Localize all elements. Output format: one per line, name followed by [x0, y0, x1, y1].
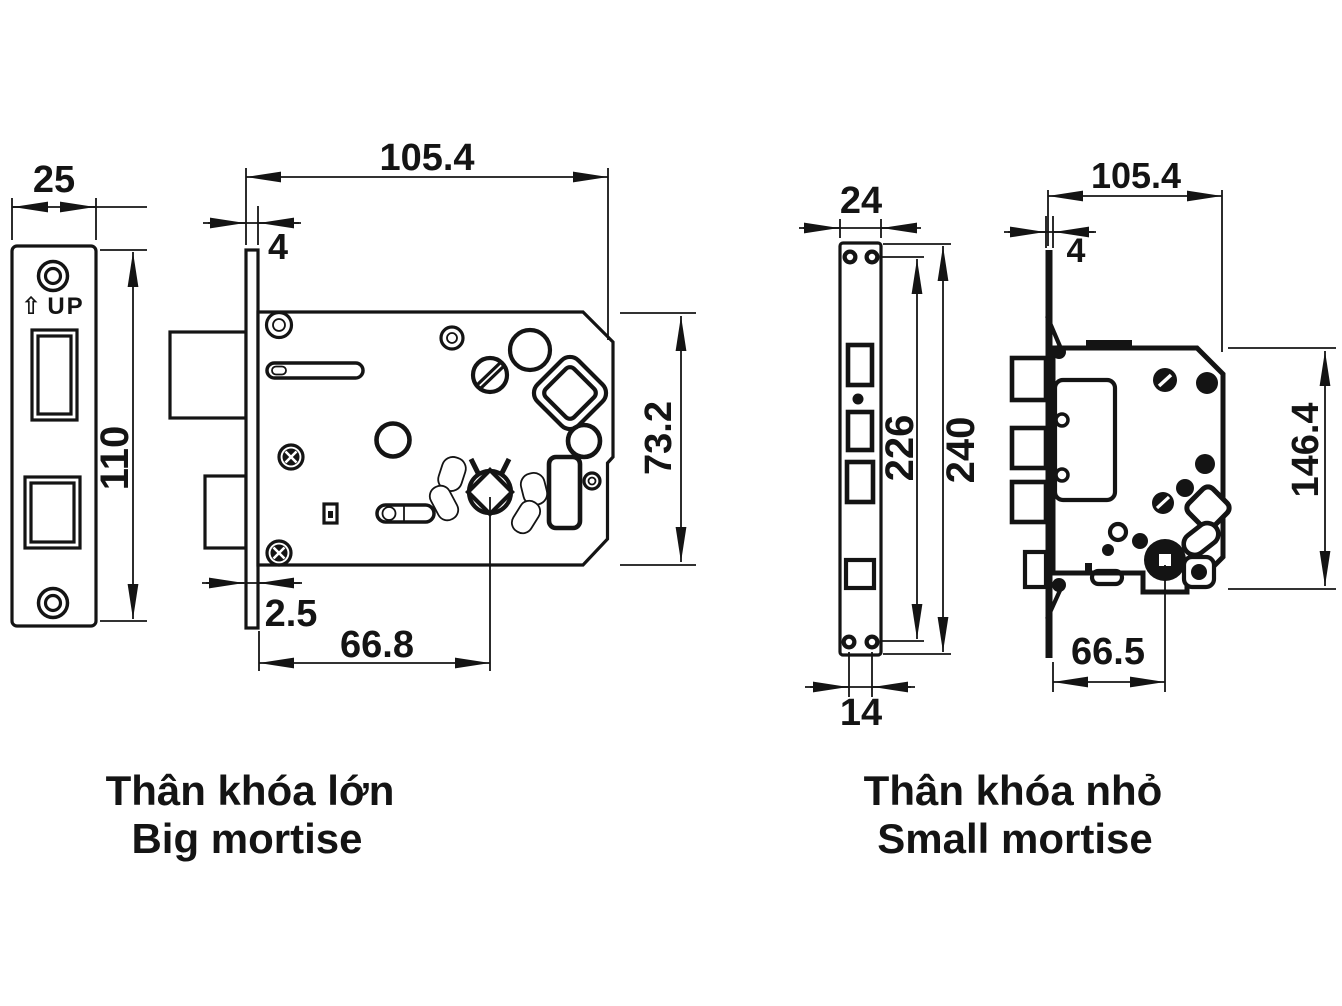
dim-big-width-value: 105.4	[379, 137, 474, 179]
dim-plate-height: 240	[883, 243, 983, 655]
small-mortise-caption-vi: Thân khóa nhỏ	[864, 767, 1163, 814]
small-mortise-caption-en: Small mortise	[877, 815, 1152, 862]
dim-strike-height: 110	[93, 249, 147, 622]
dim-small-width: 105.4	[1047, 155, 1223, 352]
small-faceplate-screw-holes	[841, 249, 880, 650]
small-mortise-drawing	[1009, 250, 1232, 658]
up-label: UP	[47, 293, 84, 320]
big-body-details	[264, 310, 609, 567]
plate-opening-1	[845, 342, 875, 388]
dim-plate-hole-spacing: 14	[805, 652, 915, 734]
big-faceplate	[244, 248, 260, 630]
spindle-square-hole	[531, 354, 609, 432]
strike-plate: ⇧ UP	[10, 244, 98, 628]
dim-strike-width: 25	[11, 159, 147, 240]
small-bolt-1	[1009, 355, 1049, 403]
dim-plate-width-value: 24	[840, 180, 882, 222]
dim-small-height: 146.4	[1228, 347, 1336, 590]
dim-plate-screw-span: 226	[878, 256, 924, 642]
up-arrow-icon: ⇧	[21, 293, 43, 320]
dim-big-height: 73.2	[620, 312, 696, 566]
big-latch-bolt	[168, 330, 248, 420]
dim-plate-height-value: 240	[939, 417, 983, 484]
plate-opening-4	[843, 557, 877, 591]
dim-big-lip: 2.5	[202, 577, 318, 635]
strike-screw-hole-top	[36, 259, 70, 293]
dim-small-backset: 66.5	[1052, 565, 1166, 692]
big-mortise-caption-vi: Thân khóa lớn	[106, 767, 395, 814]
plate-opening-2	[845, 409, 875, 453]
dim-strike-width-value: 25	[33, 159, 75, 201]
dim-big-faceplate-value: 4	[268, 226, 288, 267]
dim-big-lip-value: 2.5	[265, 593, 318, 635]
small-faceplate-front	[838, 241, 883, 657]
dim-small-backset-value: 66.5	[1071, 631, 1145, 673]
big-mortise-caption-en: Big mortise	[131, 815, 362, 862]
small-bolt-3	[1009, 479, 1049, 525]
dim-small-width-value: 105.4	[1091, 155, 1181, 196]
dim-plate-screw-span-value: 226	[878, 415, 922, 482]
dim-big-backset: 66.8	[258, 497, 491, 671]
small-bolt-2	[1009, 425, 1049, 471]
small-body-details	[1052, 368, 1232, 590]
big-mortise-drawing	[168, 248, 615, 630]
dim-strike-height-value: 110	[93, 426, 137, 491]
small-bolt-4	[1022, 549, 1049, 590]
dim-plate-hole-spacing-value: 14	[840, 692, 882, 734]
dim-big-backset-value: 66.8	[340, 624, 414, 666]
small-faceplate-edge	[1045, 250, 1053, 658]
dim-small-faceplate-value: 4	[1067, 232, 1086, 270]
captions: Thân khóa lớn Big mortise Thân khóa nhỏ …	[106, 767, 1163, 862]
dim-plate-width: 24	[799, 180, 921, 238]
slotted-screw-icon	[470, 355, 510, 395]
dim-small-height-value: 146.4	[1285, 402, 1327, 497]
dim-small-faceplate: 4	[1004, 216, 1096, 270]
dim-big-faceplate: 4	[203, 206, 301, 267]
plate-opening-3	[844, 459, 876, 505]
strike-deadbolt-opening	[23, 475, 82, 550]
big-deadbolt	[203, 474, 248, 550]
strike-latch-opening	[30, 328, 79, 422]
dim-big-height-value: 73.2	[638, 401, 680, 475]
dim-big-width: 105.4	[245, 137, 609, 340]
strike-screw-hole-bottom	[36, 586, 70, 620]
